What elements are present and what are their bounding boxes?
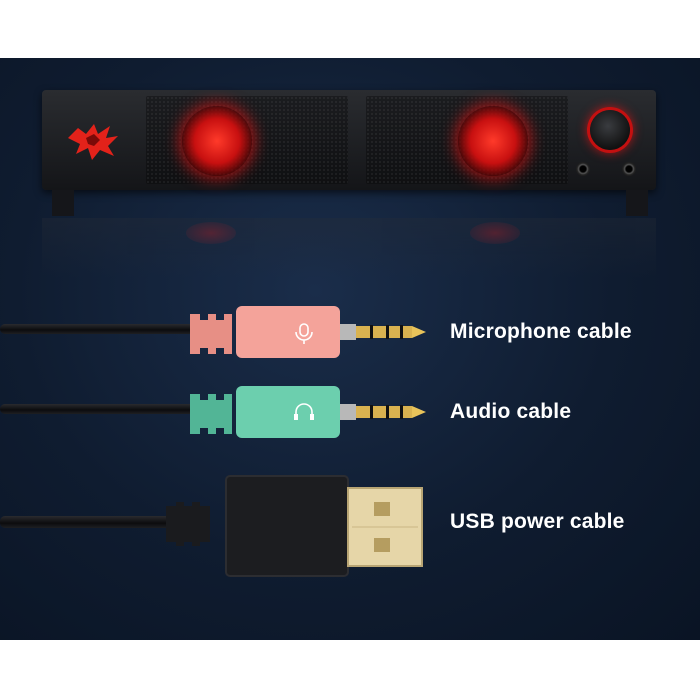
left-speaker-light (182, 106, 252, 176)
right-speaker-light (458, 106, 528, 176)
microphone-cable-label: Microphone cable (450, 320, 632, 343)
soundbar (42, 90, 656, 190)
dragon-logo-icon (68, 124, 118, 160)
microphone-jack (622, 162, 636, 176)
usb-power-cable-label: USB power cable (450, 510, 625, 533)
headphone-jack (576, 162, 590, 176)
soundbar-foot-left (52, 190, 74, 216)
soundbar-foot-right (626, 190, 648, 216)
product-image-panel: Microphone cable Audio cable USB power c… (0, 58, 700, 640)
volume-knob (590, 110, 630, 150)
left-speaker-grille (146, 96, 348, 184)
headphone-icon (294, 403, 314, 420)
microphone-icon (295, 323, 313, 344)
usb-plug (166, 475, 423, 577)
audio-cable-wire (0, 404, 200, 414)
microphone-cable-wire (0, 324, 200, 334)
audio-plug (190, 386, 426, 438)
microphone-plug (190, 306, 426, 358)
soundbar-reflection (42, 218, 656, 278)
usb-cable-wire (0, 516, 180, 528)
audio-cable-label: Audio cable (450, 400, 572, 423)
right-speaker-grille (366, 96, 568, 184)
